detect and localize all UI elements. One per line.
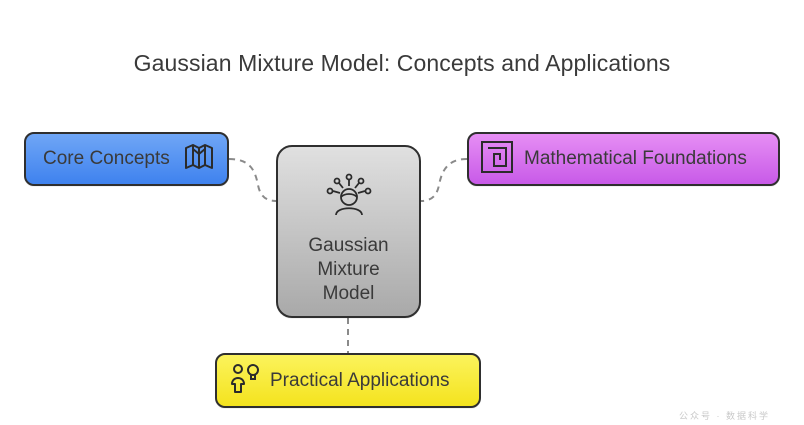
gaussian-mixture-model-label: Gaussian Mixture Model: [308, 234, 388, 306]
node-practical-applications: Practical Applications: [215, 353, 481, 408]
map-icon: [184, 143, 214, 175]
node-mathematical-foundations: Mathematical Foundations: [467, 132, 780, 186]
center-label-line-1: Gaussian: [308, 235, 389, 256]
person-bulb-icon: [229, 362, 261, 399]
node-core-concepts: Core Concepts: [24, 132, 229, 186]
watermark: 公众号 · 数据科学: [679, 411, 770, 421]
center-label-line-3: Model: [322, 283, 375, 304]
network-person-icon: [326, 173, 372, 224]
core-concepts-label: Core Concepts: [43, 148, 170, 169]
connector-core: [228, 158, 277, 202]
node-gaussian-mixture-model: Gaussian Mixture Model: [276, 145, 421, 318]
center-label-line-2: Mixture: [317, 259, 380, 280]
connector-math: [420, 158, 468, 202]
mathematical-foundations-label: Mathematical Foundations: [524, 148, 747, 169]
nested-squares-icon: [480, 140, 514, 179]
diagram-title: Gaussian Mixture Model: Concepts and App…: [133, 50, 671, 76]
practical-applications-label: Practical Applications: [270, 369, 450, 391]
